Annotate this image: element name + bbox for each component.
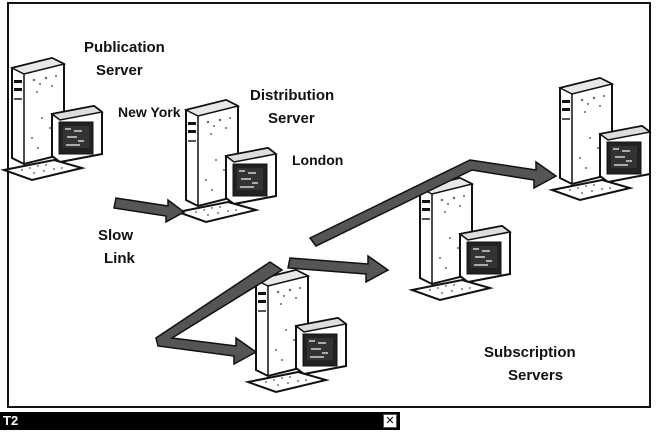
distribution-server-label-line1: Distribution — [250, 87, 334, 104]
subscription-server-icon — [247, 269, 347, 393]
slow-link-label-line2: Link — [104, 250, 135, 267]
subscription-servers-label-line1: Subscription — [484, 344, 576, 361]
arrow-to-subscriber-top-icon — [308, 159, 558, 247]
slow-link-arrow-icon — [113, 197, 186, 224]
publication-server-label-line2: Server — [96, 62, 143, 79]
taskbar: T2 ✕ — [0, 412, 400, 430]
arrow-to-subscriber-bottom-icon — [155, 261, 284, 366]
distribution-server-icon — [177, 99, 277, 223]
arrow-to-subscriber-middle-icon — [287, 254, 390, 284]
publication-server-icon — [3, 57, 103, 181]
subscription-servers-label-line2: Servers — [508, 367, 563, 384]
london-label: London — [292, 152, 343, 168]
distribution-server-label-line2: Server — [268, 110, 315, 127]
taskbar-label: T2 — [3, 413, 19, 428]
slow-link-label-line1: Slow — [98, 227, 133, 244]
subscription-server-icon — [551, 77, 651, 201]
publication-server-label-line1: Publication — [84, 39, 165, 56]
close-icon[interactable]: ✕ — [383, 414, 397, 428]
diagram-frame — [7, 2, 651, 408]
new-york-label: New York — [118, 104, 181, 120]
subscription-server-icon — [411, 177, 511, 301]
